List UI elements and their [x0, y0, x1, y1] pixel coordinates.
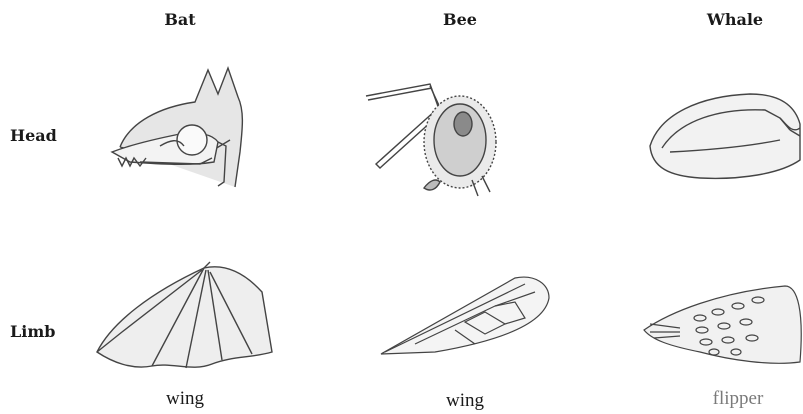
bee-wing-illustration — [375, 272, 555, 357]
column-header-bat: Bat — [120, 10, 240, 29]
column-header-whale: Whale — [675, 10, 795, 29]
bee-head-illustration — [360, 72, 540, 202]
bat-wing-illustration — [92, 262, 282, 372]
whale-flipper-illustration — [640, 282, 803, 372]
caption-bee-wing: wing — [395, 390, 535, 412]
column-header-bee: Bee — [400, 10, 520, 29]
bat-head-illustration — [100, 62, 260, 192]
caption-bat-wing: wing — [115, 388, 255, 410]
row-header-limb: Limb — [10, 322, 55, 341]
caption-whale-flipper: flipper — [668, 388, 803, 410]
whale-head-illustration — [640, 90, 803, 185]
row-header-head: Head — [10, 126, 57, 145]
